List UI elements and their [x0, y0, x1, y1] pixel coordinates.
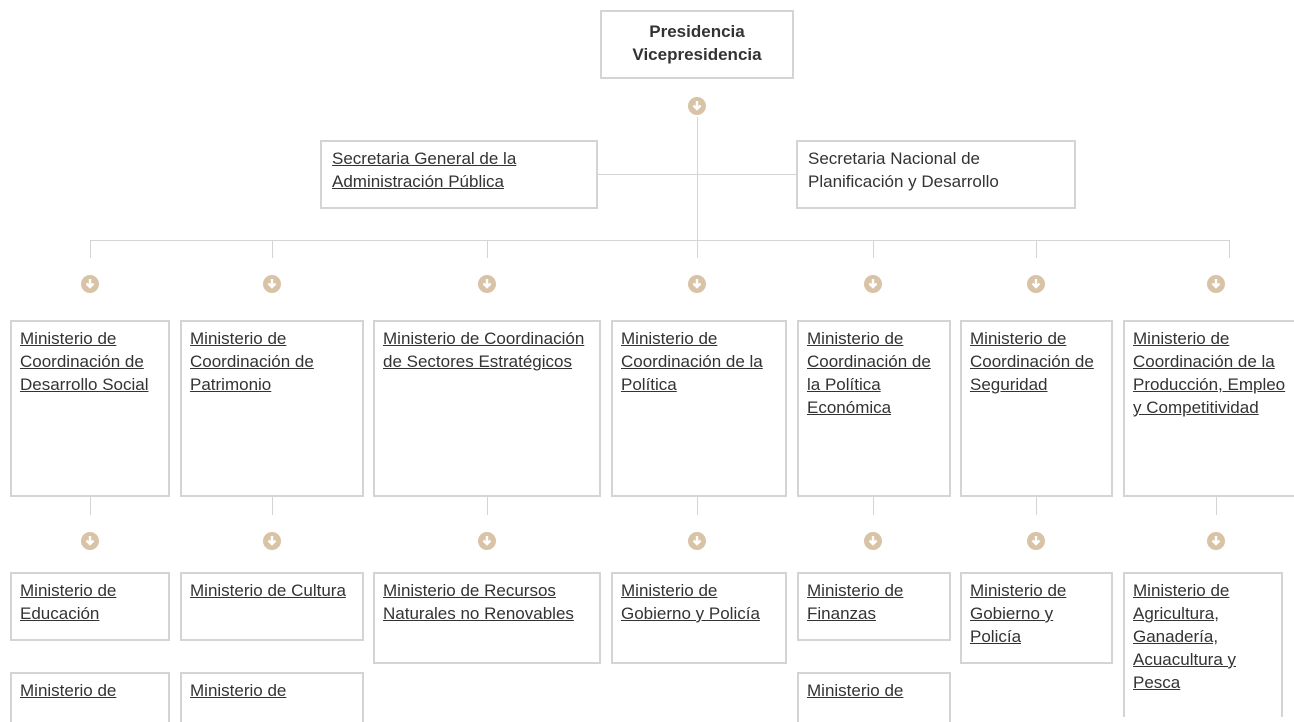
- ministry-box[interactable]: Ministerio de Finanzas: [797, 572, 951, 641]
- coordinator-box[interactable]: Ministerio de Coordinación de la Polític…: [797, 320, 951, 497]
- down-arrow-icon: [263, 275, 281, 293]
- secretary-right-label: Secretaria Nacional de Planificación y D…: [808, 149, 999, 191]
- ministry-link[interactable]: Ministerio de: [807, 681, 904, 700]
- drop-line: [1229, 240, 1230, 258]
- ministry-box[interactable]: Ministerio de Cultura: [180, 572, 364, 641]
- drop-line: [487, 497, 488, 515]
- vicepresidency-label: Vicepresidencia: [632, 45, 762, 64]
- coordinator-box[interactable]: Ministerio de Coordinación de Desarrollo…: [10, 320, 170, 497]
- down-arrow-icon: [688, 97, 706, 115]
- ministries-connector: [90, 240, 1230, 241]
- ministry-box[interactable]: Ministerio de Agricultura, Ganadería, Ac…: [1123, 572, 1283, 717]
- secretary-connector: [598, 174, 798, 175]
- ministry-link[interactable]: Ministerio de Gobierno y Policía: [970, 581, 1067, 646]
- ministry-link[interactable]: Ministerio de: [20, 681, 117, 700]
- coordinator-link[interactable]: Ministerio de Coordinación de la Producc…: [1133, 329, 1286, 417]
- ministry-link[interactable]: Ministerio de Finanzas: [807, 581, 904, 623]
- presidency-label: Presidencia: [649, 22, 745, 41]
- ministry-box[interactable]: Ministerio de: [797, 672, 951, 722]
- down-arrow-icon: [864, 532, 882, 550]
- down-arrow-icon: [1027, 532, 1045, 550]
- coordinator-box[interactable]: Ministerio de Coordinación de Patrimonio: [180, 320, 364, 497]
- down-arrow-icon: [81, 532, 99, 550]
- coordinator-box[interactable]: Ministerio de Coordinación de Seguridad: [960, 320, 1113, 497]
- down-arrow-icon: [688, 275, 706, 293]
- ministry-box[interactable]: Ministerio de Educación: [10, 572, 170, 641]
- coordinator-link[interactable]: Ministerio de Coordinación de Desarrollo…: [20, 329, 149, 394]
- down-arrow-icon: [478, 532, 496, 550]
- presidency-box: Presidencia Vicepresidencia: [600, 10, 794, 79]
- secretary-left-box[interactable]: Secretaria General de la Administración …: [320, 140, 598, 209]
- secretary-left-link[interactable]: Secretaria General de la Administración …: [332, 149, 517, 191]
- drop-line: [697, 497, 698, 515]
- drop-line: [1216, 497, 1217, 515]
- drop-line: [90, 497, 91, 515]
- ministry-link[interactable]: Ministerio de: [190, 681, 287, 700]
- ministry-box[interactable]: Ministerio de: [180, 672, 364, 722]
- center-connector: [697, 117, 698, 240]
- drop-line: [1036, 497, 1037, 515]
- ministry-link[interactable]: Ministerio de Agricultura, Ganadería, Ac…: [1133, 581, 1236, 692]
- coordinator-link[interactable]: Ministerio de Coordinación de Sectores E…: [383, 329, 585, 371]
- coordinator-box[interactable]: Ministerio de Coordinación de la Polític…: [611, 320, 787, 497]
- ministry-box[interactable]: Ministerio de Recursos Naturales no Reno…: [373, 572, 601, 664]
- drop-line: [697, 240, 698, 258]
- drop-line: [90, 240, 91, 258]
- coordinator-link[interactable]: Ministerio de Coordinación de la Polític…: [621, 329, 763, 394]
- ministry-box[interactable]: Ministerio de Gobierno y Policía: [611, 572, 787, 664]
- down-arrow-icon: [1207, 532, 1225, 550]
- coordinator-link[interactable]: Ministerio de Coordinación de la Polític…: [807, 329, 931, 417]
- coordinator-box[interactable]: Ministerio de Coordinación de la Producc…: [1123, 320, 1294, 497]
- coordinator-box[interactable]: Ministerio de Coordinación de Sectores E…: [373, 320, 601, 497]
- ministry-box[interactable]: Ministerio de: [10, 672, 170, 722]
- down-arrow-icon: [1027, 275, 1045, 293]
- ministry-link[interactable]: Ministerio de Cultura: [190, 581, 346, 600]
- down-arrow-icon: [81, 275, 99, 293]
- ministry-box[interactable]: Ministerio de Gobierno y Policía: [960, 572, 1113, 664]
- drop-line: [487, 240, 488, 258]
- secretary-right-box: Secretaria Nacional de Planificación y D…: [796, 140, 1076, 209]
- down-arrow-icon: [263, 532, 281, 550]
- down-arrow-icon: [688, 532, 706, 550]
- ministry-link[interactable]: Ministerio de Educación: [20, 581, 117, 623]
- drop-line: [272, 240, 273, 258]
- drop-line: [873, 497, 874, 515]
- down-arrow-icon: [864, 275, 882, 293]
- drop-line: [873, 240, 874, 258]
- down-arrow-icon: [478, 275, 496, 293]
- ministry-link[interactable]: Ministerio de Recursos Naturales no Reno…: [383, 581, 574, 623]
- coordinator-link[interactable]: Ministerio de Coordinación de Patrimonio: [190, 329, 314, 394]
- drop-line: [272, 497, 273, 515]
- ministry-link[interactable]: Ministerio de Gobierno y Policía: [621, 581, 760, 623]
- coordinator-link[interactable]: Ministerio de Coordinación de Seguridad: [970, 329, 1094, 394]
- down-arrow-icon: [1207, 275, 1225, 293]
- drop-line: [1036, 240, 1037, 258]
